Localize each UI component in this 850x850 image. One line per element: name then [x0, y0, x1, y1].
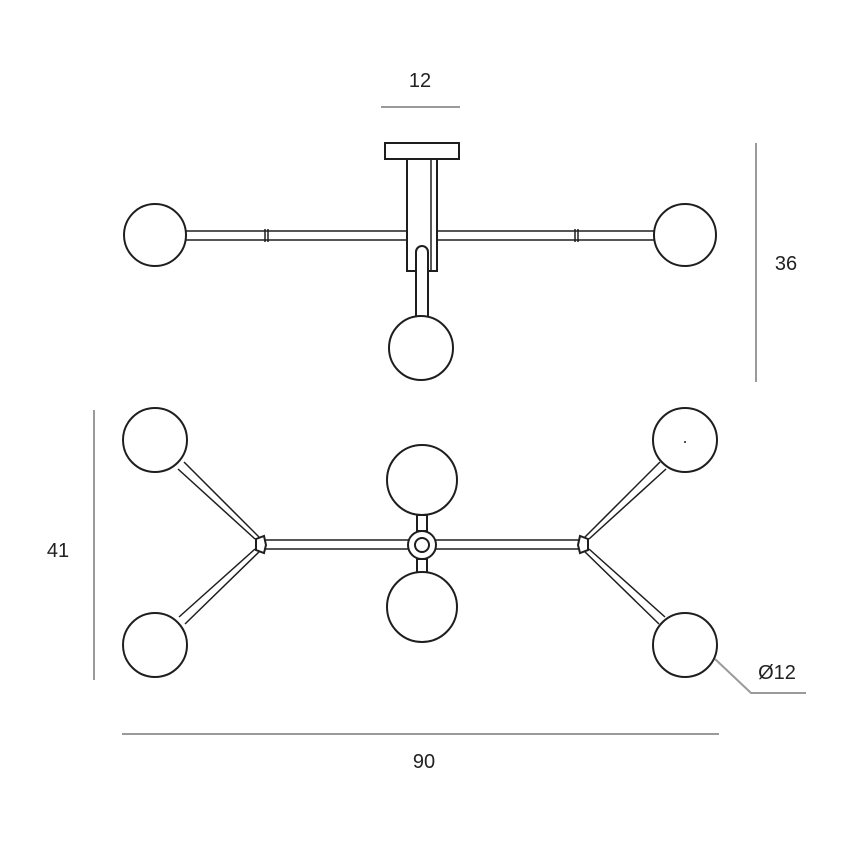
junction-left	[255, 534, 268, 555]
plan-arm-right-lower	[581, 548, 666, 625]
junction-right	[576, 534, 589, 555]
dimension-label-36: 36	[775, 253, 797, 275]
plan-arm-right-upper	[581, 461, 667, 541]
canopy-plate	[384, 142, 460, 160]
dimension-label-41: 41	[47, 540, 69, 562]
dimension-globe-diameter: Ø12	[714, 658, 806, 694]
plan-arm-left-lower	[178, 548, 263, 625]
globe-plan-center-bottom	[386, 571, 458, 643]
side-elevation-view	[123, 142, 717, 381]
plan-view	[122, 407, 718, 678]
side-arm-right	[437, 229, 655, 242]
globe-side-right	[653, 203, 717, 267]
dimension-height: 36	[755, 143, 797, 382]
side-drop-arm	[415, 245, 429, 327]
globe-plan-bottom-right	[652, 612, 718, 678]
globe-side-bottom	[388, 315, 454, 381]
dimension-label-globe: Ø12	[758, 662, 796, 684]
plan-arm-left-upper	[177, 461, 263, 541]
dimension-depth: 41	[47, 410, 95, 680]
globe-plan-top-right	[652, 407, 718, 473]
dimension-width: 90	[122, 733, 719, 773]
dimension-canopy-width: 12	[381, 70, 460, 108]
dimension-label-90: 90	[413, 751, 435, 773]
globe-side-left	[123, 203, 187, 267]
globe-plan-bottom-left	[122, 612, 188, 678]
globe-plan-center-top	[386, 444, 458, 516]
globe-plan-top-left	[122, 407, 188, 473]
dimension-label-12: 12	[409, 70, 431, 92]
side-arm-left	[186, 229, 407, 242]
